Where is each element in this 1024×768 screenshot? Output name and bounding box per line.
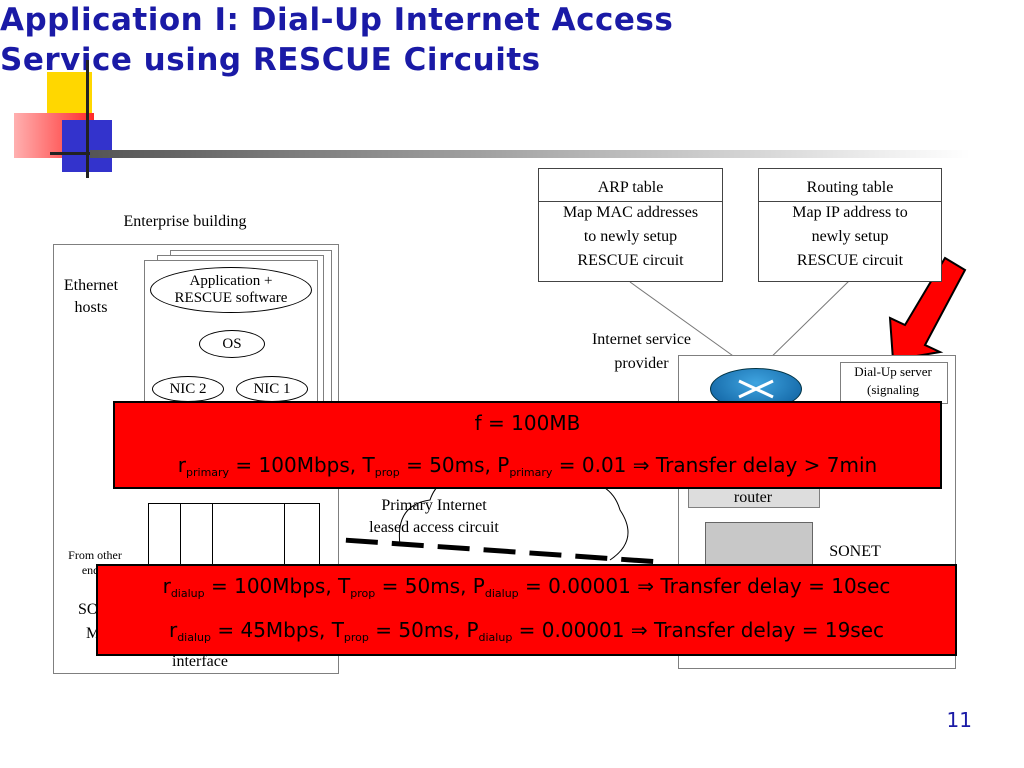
eq-top-sub-primary-2: primary (509, 466, 553, 479)
nic2-label: NIC 2 (169, 380, 207, 397)
eq-b2-sub-prop: prop (343, 631, 369, 644)
arp-table-line-3: RESCUE circuit (577, 252, 684, 269)
arp-table-box: ARP table Map MAC addresses to newly set… (538, 168, 723, 282)
primary-circuit-line (299, 534, 661, 565)
primary-internet-line-1: Primary Internet (381, 497, 487, 514)
routing-table-box: Routing table Map IP address to newly se… (758, 168, 942, 282)
eq-b1-sub-dialup-1: dialup (170, 587, 205, 600)
arp-connector (629, 281, 751, 369)
eq-b1-sub-dialup-2: dialup (484, 587, 519, 600)
ethernet-hosts-line-2: hosts (74, 299, 108, 316)
isp-line-1: Internet service (591, 331, 692, 348)
isp-label: Internet service provider (570, 330, 713, 374)
eq-b2-part-b: = 50ms, P (368, 618, 479, 642)
dialup-server-line-2: (signaling (867, 382, 919, 397)
arp-table-line-1: Map MAC addresses (562, 204, 699, 221)
routing-table-line-3: RESCUE circuit (796, 252, 904, 269)
enterprise-building-label: Enterprise building (123, 213, 247, 230)
isp-line-2: provider (614, 355, 669, 372)
nic1-label: NIC 1 (253, 380, 291, 397)
arp-table-header: ARP table (597, 179, 664, 196)
from-other-line-1: From other (68, 548, 122, 562)
equation-box-top: f = 100MB rprimary = 100Mbps, Tprop = 50… (113, 401, 942, 489)
routing-table-line-1: Map IP address to (792, 204, 908, 221)
dialup-server-line-1: Dial-Up server (854, 364, 932, 379)
eq-b2-sub-dialup-2: dialup (478, 631, 513, 644)
primary-internet-label: Primary Internet leased access circuit (340, 496, 528, 538)
eq-bottom-line-2: rdialup = 45Mbps, Tprop = 50ms, Pdialup … (98, 618, 955, 644)
eq-b1-part-c: = 0.00001 ⇒ Transfer delay = 10sec (518, 574, 891, 598)
eq-b2-sub-dialup-1: dialup (177, 631, 211, 644)
eq-top-r: r (177, 453, 187, 477)
eq-b2-part-c: = 0.00001 ⇒ Transfer delay = 19sec (512, 618, 885, 642)
os-ellipse: OS (199, 330, 265, 358)
routing-table-header: Routing table (806, 179, 894, 196)
primary-internet-line-2: leased access circuit (369, 519, 499, 536)
partial-interface-label: interface (172, 653, 228, 666)
eq-b2-part-a: = 45Mbps, T (211, 618, 344, 642)
title-divider (90, 150, 970, 158)
application-software-line-2: RESCUE software (174, 290, 288, 306)
eq-top-line-1: f = 100MB (474, 411, 581, 435)
routing-table-line-2: newly setup (811, 228, 889, 245)
nic2-ellipse: NIC 2 (152, 376, 224, 402)
ethernet-hosts-line-1: Ethernet (63, 277, 119, 294)
title-line-1: Application I: Dial-Up Internet Access (0, 2, 674, 38)
eq-top-part-a: = 100Mbps, T (229, 453, 375, 477)
eq-b1-part-b: = 50ms, P (375, 574, 485, 598)
eq-b1-sub-prop: prop (350, 587, 376, 600)
page-number: 11 (946, 708, 972, 732)
router-label: router (733, 489, 773, 506)
dialup-server-box (840, 362, 948, 404)
slide-decoration (12, 60, 132, 180)
eq-bottom-line-1: rdialup = 100Mbps, Tprop = 50ms, Pdialup… (98, 574, 955, 600)
ethernet-hosts-label: Ethernet hosts (53, 276, 129, 318)
eq-b2-r: r (168, 618, 178, 642)
application-software-ellipse: Application + RESCUE software (150, 267, 312, 313)
os-label: OS (222, 335, 242, 352)
sonet-label: SONET (829, 543, 881, 560)
eq-b1-r: r (162, 574, 171, 598)
routing-connector (759, 279, 851, 369)
dialup-server-label: Dial-Up server (signaling (840, 364, 946, 397)
eq-top-part-b: = 50ms, P (399, 453, 510, 477)
eq-top-sub-primary-1: primary (186, 466, 230, 479)
application-software-line-1: Application + (189, 273, 273, 289)
eq-top-part-c: = 0.01 ⇒ Transfer delay > 7min (552, 453, 878, 477)
equation-box-bottom: rdialup = 100Mbps, Tprop = 50ms, Pdialup… (96, 564, 957, 656)
nic1-ellipse: NIC 1 (236, 376, 308, 402)
eq-top-line-2: rprimary = 100Mbps, Tprop = 50ms, Pprima… (115, 453, 940, 479)
partial-so-label: SO (78, 601, 99, 618)
eq-b1-part-a: = 100Mbps, T (204, 574, 351, 598)
eq-top-sub-prop: prop (374, 466, 400, 479)
arp-table-line-2: to newly setup (583, 228, 678, 245)
